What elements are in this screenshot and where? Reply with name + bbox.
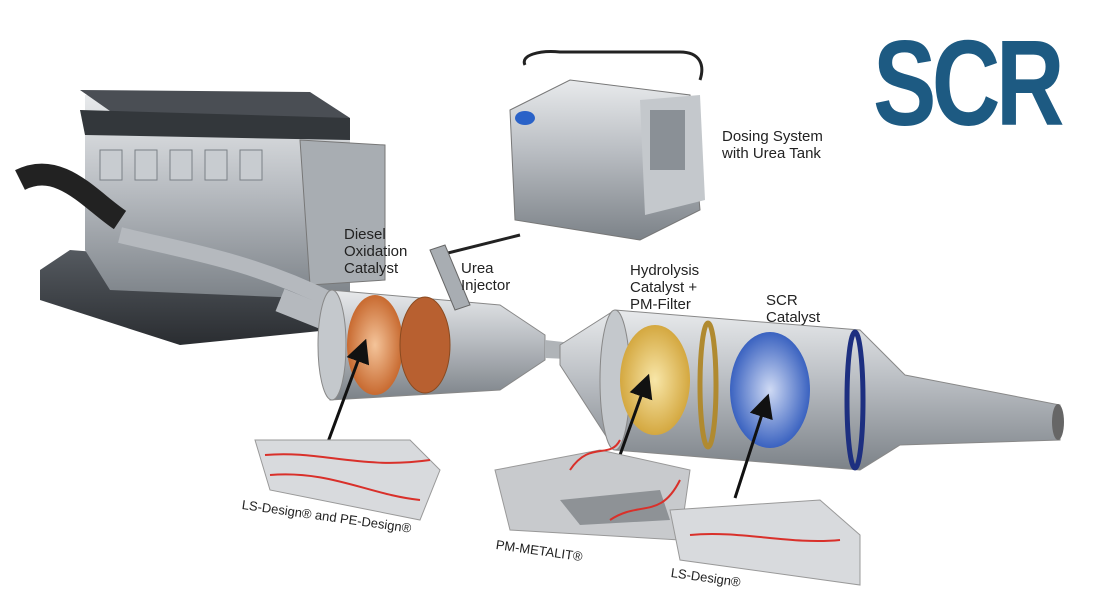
label-hydrolysis-catalyst: Hydrolysis Catalyst + PM-Filter [630, 262, 699, 313]
label-line: SCR [766, 292, 798, 309]
label-diesel-oxidation-catalyst: Diesel Oxidation Catalyst [344, 226, 407, 277]
label-line: Hydrolysis [630, 262, 700, 279]
label-line: with Urea Tank [722, 145, 821, 162]
label-line: Oxidation [344, 243, 408, 260]
ls-pe-design-substrate [254, 439, 441, 521]
label-line: Catalyst [344, 260, 399, 277]
scr-title: SCR [873, 15, 1065, 151]
diesel-oxidation-catalyst [317, 244, 590, 401]
label-line: Urea [461, 260, 494, 277]
urea-tank [439, 50, 705, 257]
label-line: Dosing System [722, 128, 823, 145]
label-dosing-system: Dosing System with Urea Tank [722, 128, 823, 162]
label-urea-injector: Urea Injector [461, 260, 510, 294]
label-line: Catalyst + [630, 279, 698, 296]
label-line: Injector [461, 277, 511, 294]
label-line: Catalyst [766, 309, 821, 326]
label-scr-catalyst: SCR Catalyst [766, 292, 820, 326]
ls-design-substrate [669, 499, 861, 586]
pointer-arrows [323, 338, 773, 499]
diesel-engine [15, 90, 386, 345]
scr-catalyst-canister [559, 309, 1064, 471]
pm-metalit-substrate [494, 439, 691, 541]
label-line: Diesel [344, 226, 386, 243]
label-line: PM-Filter [630, 296, 691, 313]
